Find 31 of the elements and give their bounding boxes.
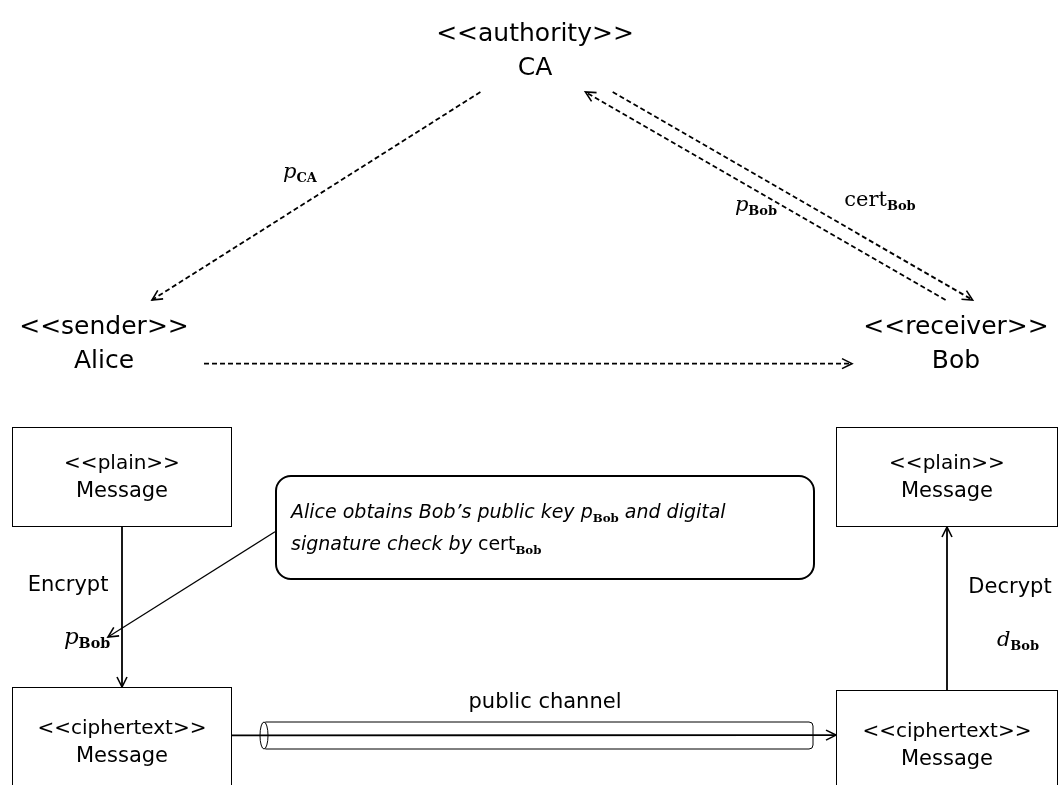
edge-label: p$_{Bob}$: [733, 192, 779, 218]
arrow: [231, 729, 837, 741]
note-text: Alice obtains Bob’s public key p$_{Bob}$ and digital signature check by cert$_{Bob}$: [291, 499, 727, 559]
actor-name: CA: [517, 51, 553, 83]
message-name: Message: [75, 477, 168, 505]
stereotype-text: <<ciphertext>>: [37, 714, 207, 742]
arrow: [116, 526, 128, 688]
edge-label: cert$_{Bob}$: [843, 187, 917, 213]
note-box: [275, 475, 815, 580]
message-box: [836, 427, 1058, 527]
message-box: [836, 690, 1058, 785]
message-box: [12, 427, 232, 527]
stereotype-text: <<plain>>: [64, 449, 180, 477]
stereotype-text: <<receiver>>: [863, 310, 1049, 343]
stereotype-text: <<plain>>: [889, 449, 1005, 477]
stereotype-text: <<ciphertext>>: [862, 717, 1032, 745]
message-name: Message: [75, 742, 168, 770]
stereotype-text: <<sender>>: [19, 310, 189, 343]
message-box: [12, 687, 232, 785]
arrow: [151, 91, 482, 301]
message-name: Message: [900, 477, 993, 505]
edge-label: p$_{CA}$: [282, 159, 318, 185]
key-label: d$_{Bob}$: [995, 627, 1041, 653]
actor-name: Alice: [73, 344, 135, 376]
arrow: [941, 526, 953, 691]
actor-name: Bob: [931, 344, 981, 376]
arrow: [203, 357, 853, 370]
message-name: Message: [900, 745, 993, 773]
leader-line: [107, 531, 276, 638]
math-label: p$_{Bob}$: [63, 622, 111, 652]
stereotype-text: <<authority>>: [436, 17, 634, 50]
